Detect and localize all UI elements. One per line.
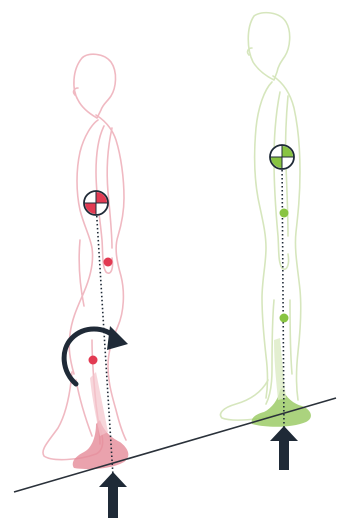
center-of-mass-icon [84,191,108,215]
right-hip-dot [280,209,289,218]
left-knee-dot [104,258,113,267]
center-of-mass-icon [270,145,294,169]
right-knee-dot [280,314,289,323]
left-figure [43,54,128,476]
left-figure-outline [43,54,126,459]
left-shin-shade [90,372,108,436]
right-figure-outline [221,13,301,420]
left-ankle-dot [89,356,98,365]
right-figure [221,13,311,430]
ground-reaction-arrow-icon [99,472,127,518]
ground-reaction-arrow-icon [270,426,298,470]
